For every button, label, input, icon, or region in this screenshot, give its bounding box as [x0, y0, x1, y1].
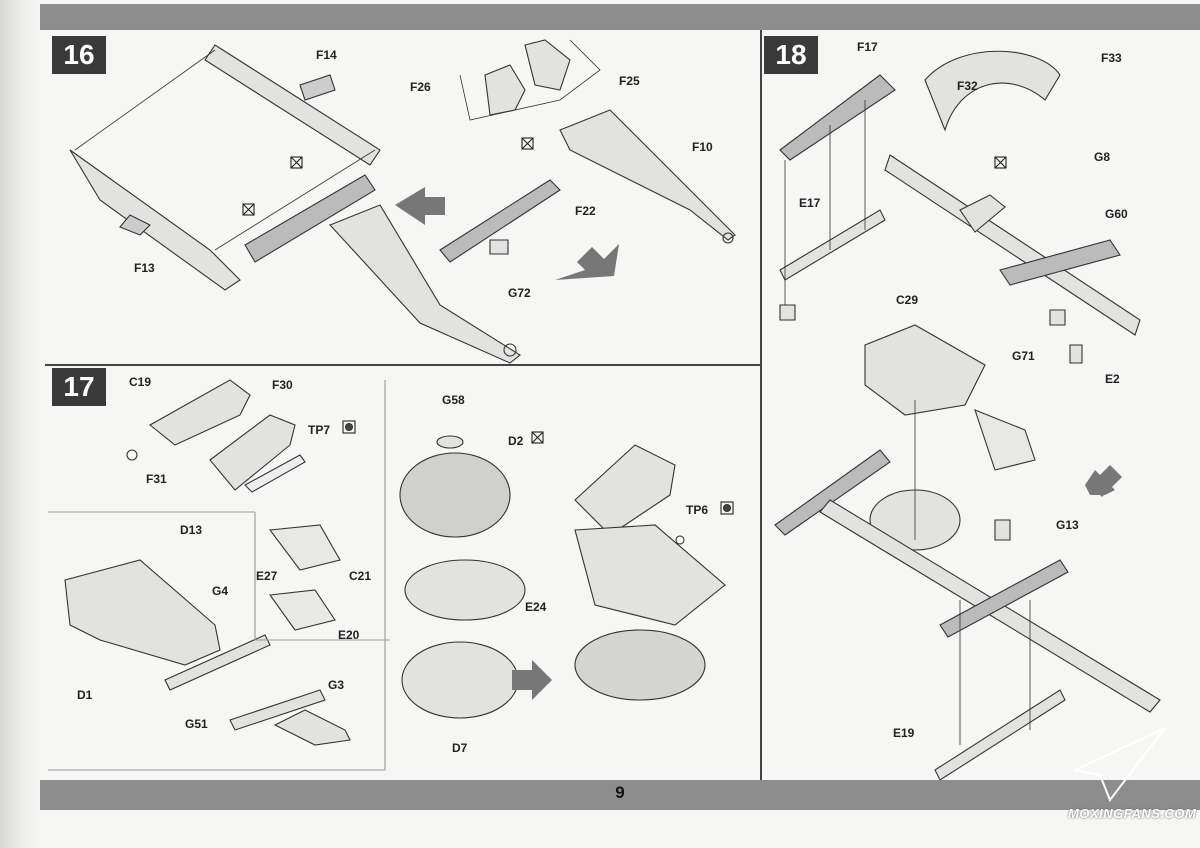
crossed-box-icon [242, 137, 1007, 444]
label-F14: F14 [316, 48, 337, 62]
step16-arrow-left [395, 187, 445, 225]
label-E24: E24 [525, 600, 547, 614]
watermark: MOXINGFANS.COM [1068, 806, 1197, 821]
label-E27: E27 [256, 569, 278, 583]
label-G3: G3 [328, 678, 345, 692]
step18-arrow-down [1085, 465, 1122, 497]
step16-arrow-down [555, 244, 619, 280]
label-E20: E20 [338, 628, 360, 642]
top-band [40, 4, 1200, 30]
label-C29: C29 [896, 293, 919, 307]
label-G51: G51 [185, 717, 208, 731]
step16-parts [439, 39, 736, 263]
label-D7: D7 [452, 741, 468, 755]
label-G13: G13 [1056, 518, 1079, 532]
label-F32: F32 [957, 79, 978, 93]
label-C21: C21 [349, 569, 372, 583]
label-E17: E17 [799, 196, 821, 210]
label-F30: F30 [272, 378, 293, 392]
label-F10: F10 [692, 140, 713, 154]
label-F25: F25 [619, 74, 640, 88]
step17-arrow-right [512, 660, 552, 700]
heart-drop-icon [342, 420, 734, 515]
label-G71: G71 [1012, 349, 1035, 363]
label-G58: G58 [442, 393, 465, 407]
label-G60: G60 [1105, 207, 1128, 221]
step18-lines [784, 100, 1031, 745]
step16-frame [69, 44, 521, 364]
label-E2: E2 [1105, 372, 1120, 386]
label-F26: F26 [410, 80, 431, 94]
label-G72: G72 [508, 286, 531, 300]
label-F22: F22 [575, 204, 596, 218]
step18-parts [774, 50, 1161, 781]
binding-edge [0, 0, 40, 848]
page-number: 9 [615, 783, 625, 802]
step-18-badge: 18 [764, 36, 818, 74]
label-F31: F31 [146, 472, 167, 486]
step-17-badge: 17 [52, 368, 106, 406]
step17-inset-frames [48, 380, 390, 771]
label-G8: G8 [1094, 150, 1111, 164]
label-G4: G4 [212, 584, 229, 598]
step17-parts [64, 379, 726, 746]
bottom-band [40, 780, 1200, 810]
label-TP6: TP6 [686, 503, 709, 517]
label-C19: C19 [129, 375, 152, 389]
step-16-badge: 16 [52, 36, 106, 74]
label-F13: F13 [134, 261, 155, 275]
label-D2: D2 [508, 434, 524, 448]
label-D13: D13 [180, 523, 203, 537]
panel-divider-vertical [760, 30, 762, 780]
label-D1: D1 [77, 688, 93, 702]
label-TP7: TP7 [308, 423, 331, 437]
label-F17: F17 [857, 40, 878, 54]
label-F33: F33 [1101, 51, 1122, 65]
step16-lines [74, 39, 601, 251]
label-E19: E19 [893, 726, 915, 740]
panel-divider-horizontal [45, 364, 760, 366]
